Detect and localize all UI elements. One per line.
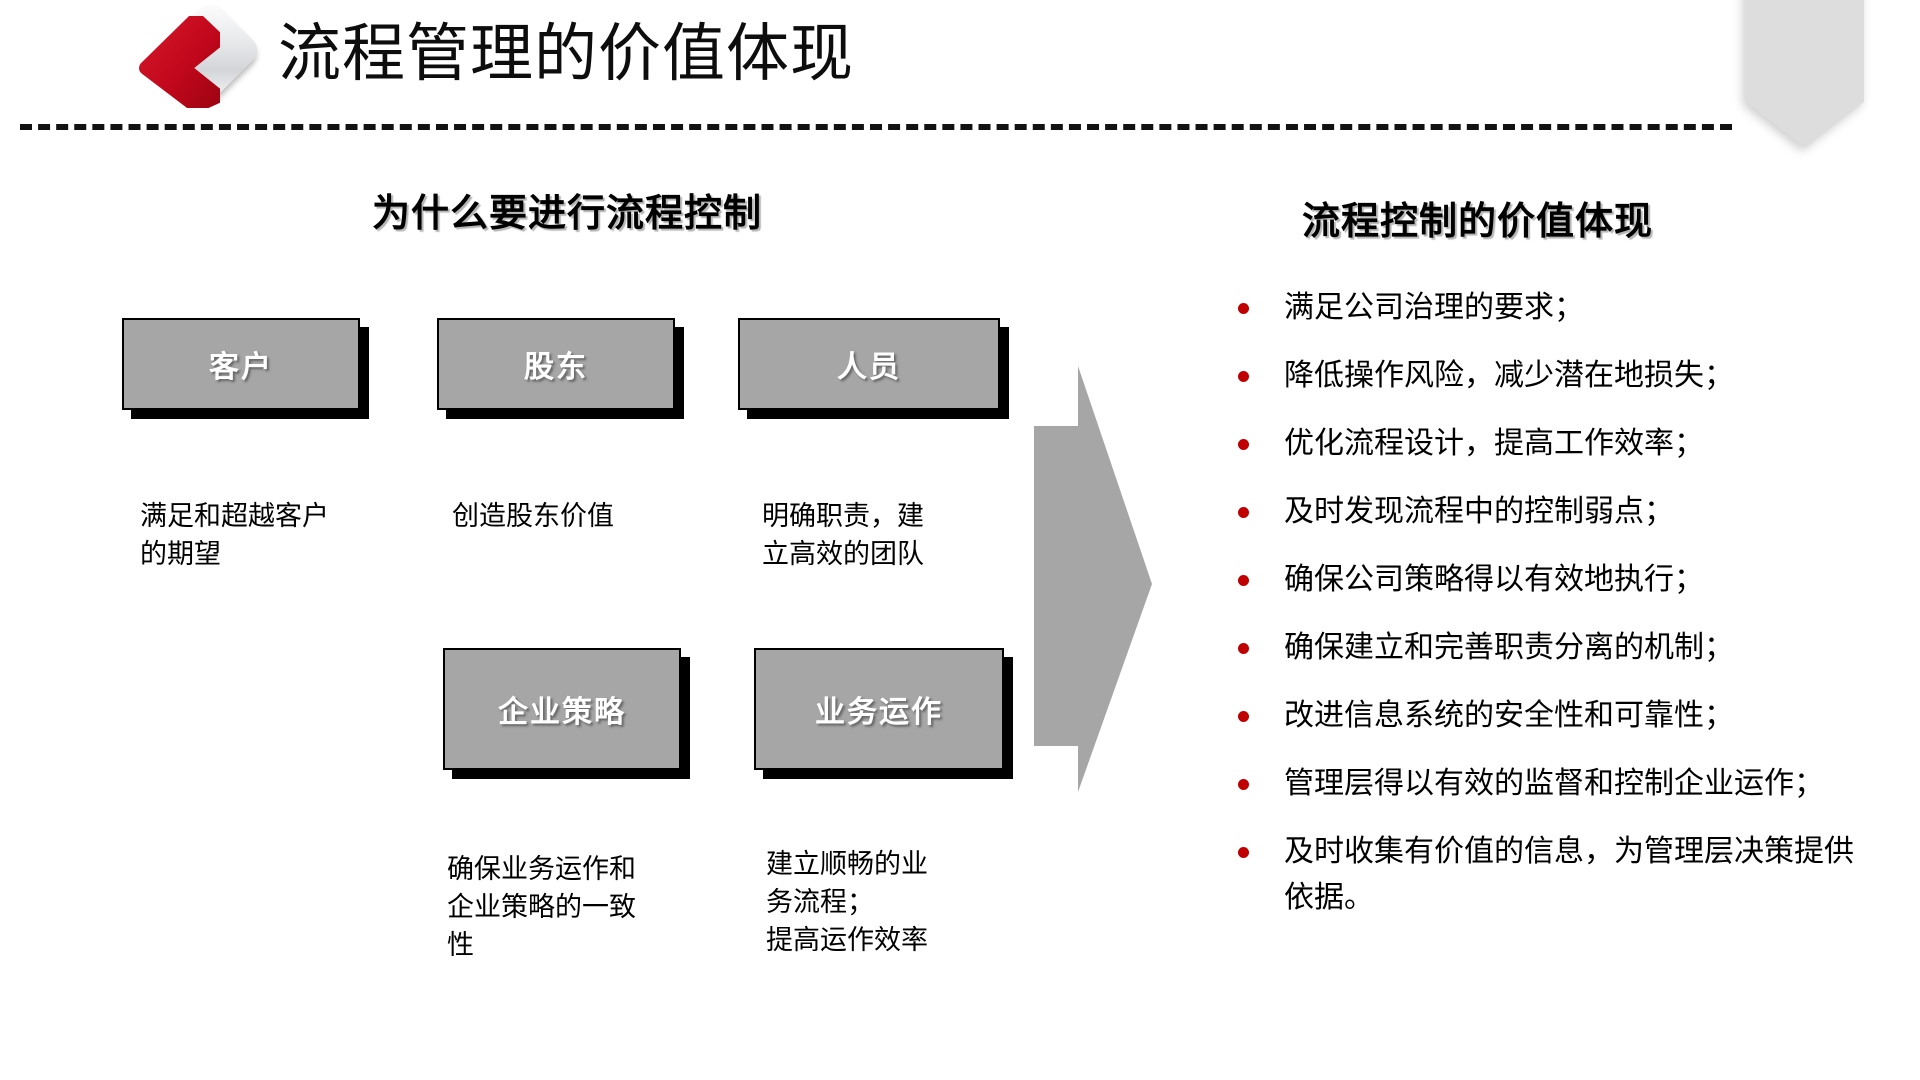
stakeholder-box-shareholder[interactable]: 股东 xyxy=(437,318,675,410)
page-title: 流程管理的价值体现 xyxy=(278,19,854,89)
list-item-text: 满足公司治理的要求； xyxy=(1284,291,1584,324)
stakeholder-box-label: 企业策略 xyxy=(498,696,626,729)
list-item-text: 确保建立和完善职责分离的机制； xyxy=(1284,631,1734,664)
stakeholder-box-label: 客户 xyxy=(209,351,273,384)
logo xyxy=(128,0,263,112)
value-list: 满足公司治理的要求； 降低操作风险，减少潜在地损失； 优化流程设计，提高工作效率… xyxy=(1222,285,1862,943)
stakeholder-box-personnel[interactable]: 人员 xyxy=(738,318,1000,410)
bullet-icon xyxy=(1238,507,1249,518)
bullet-icon xyxy=(1238,439,1249,450)
list-item: 满足公司治理的要求； xyxy=(1222,285,1862,331)
list-item: 改进信息系统的安全性和可靠性； xyxy=(1222,693,1862,739)
left-section-heading: 为什么要进行流程控制 xyxy=(372,193,763,235)
list-item: 降低操作风险，减少潜在地损失； xyxy=(1222,353,1862,399)
list-item-text: 降低操作风险，减少潜在地损失； xyxy=(1284,359,1734,392)
bullet-icon xyxy=(1238,303,1249,314)
stakeholder-caption-customer: 满足和超越客户 的期望 xyxy=(140,501,329,569)
list-item-text: 及时收集有价值的信息，为管理层决策提供依据。 xyxy=(1284,835,1854,914)
stakeholder-box-label: 业务运作 xyxy=(815,696,943,729)
list-item-text: 改进信息系统的安全性和可靠性； xyxy=(1284,699,1734,732)
bullet-icon xyxy=(1238,371,1249,382)
right-section-heading: 流程控制的价值体现 xyxy=(1302,201,1654,243)
list-item-text: 管理层得以有效的监督和控制企业运作； xyxy=(1284,767,1824,800)
list-item-text: 及时发现流程中的控制弱点； xyxy=(1284,495,1674,528)
list-item: 确保建立和完善职责分离的机制； xyxy=(1222,625,1862,671)
list-item: 及时发现流程中的控制弱点； xyxy=(1222,489,1862,535)
list-item: 确保公司策略得以有效地执行； xyxy=(1222,557,1862,603)
stakeholder-caption-operations: 建立顺畅的业 务流程； 提高运作效率 xyxy=(766,849,928,955)
bullet-icon xyxy=(1238,575,1249,586)
stakeholder-caption-personnel: 明确职责，建 立高效的团队 xyxy=(762,501,924,569)
list-item: 优化流程设计，提高工作效率； xyxy=(1222,421,1862,467)
gray-ribbon-banner xyxy=(1742,0,1868,152)
bullet-icon xyxy=(1238,711,1249,722)
list-item-text: 确保公司策略得以有效地执行； xyxy=(1284,563,1704,596)
list-item: 及时收集有价值的信息，为管理层决策提供依据。 xyxy=(1222,829,1862,921)
stakeholder-caption-strategy: 确保业务运作和 企业策略的一致 性 xyxy=(447,854,636,960)
stakeholder-box-operations[interactable]: 业务运作 xyxy=(754,648,1004,770)
stakeholder-box-label: 人员 xyxy=(837,351,901,384)
dashed-divider xyxy=(20,124,1732,130)
bullet-icon xyxy=(1238,643,1249,654)
stakeholder-caption-shareholder: 创造股东价值 xyxy=(452,501,614,531)
right-arrow-icon xyxy=(1030,360,1160,800)
bullet-icon xyxy=(1238,847,1249,858)
red-chevron-icon xyxy=(134,16,220,108)
stakeholder-box-label: 股东 xyxy=(524,351,588,384)
bullet-icon xyxy=(1238,779,1249,790)
slide-header: 流程管理的价值体现 xyxy=(0,0,1920,148)
stakeholder-box-customer[interactable]: 客户 xyxy=(122,318,360,410)
stakeholder-box-strategy[interactable]: 企业策略 xyxy=(443,648,681,770)
list-item-text: 优化流程设计，提高工作效率； xyxy=(1284,427,1704,460)
list-item: 管理层得以有效的监督和控制企业运作； xyxy=(1222,761,1862,807)
